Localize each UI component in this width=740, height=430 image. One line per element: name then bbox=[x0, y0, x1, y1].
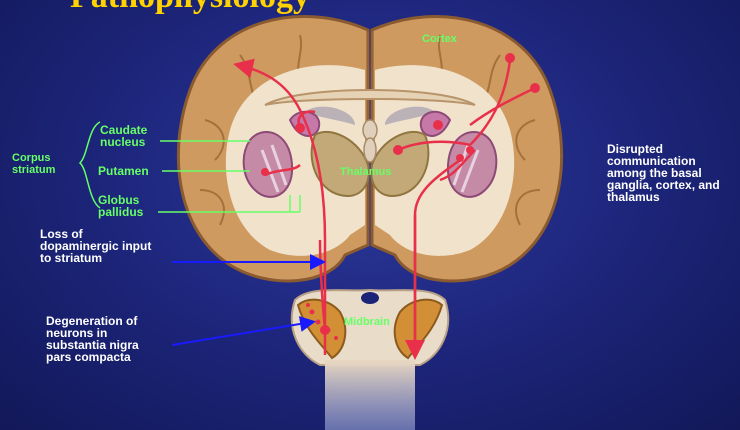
thalamus-label: Thalamus bbox=[340, 166, 391, 178]
blue-arrow-degeneration bbox=[172, 322, 312, 345]
aqueduct bbox=[361, 292, 379, 304]
cortex-label: Cortex bbox=[422, 33, 457, 45]
midbrain-label: Midbrain bbox=[344, 316, 390, 328]
disrupted-communication-label: Disrupted communication among the basal … bbox=[607, 143, 720, 203]
degeneration-label: Degeneration of neurons in substantia ni… bbox=[46, 315, 139, 363]
brainstem-shape bbox=[325, 360, 415, 430]
caudate-nucleus-label: Caudate nucleus bbox=[100, 124, 147, 148]
loss-of-dopaminergic-input-label: Loss of dopaminergic input to striatum bbox=[40, 228, 151, 264]
corpus-striatum-label: Corpus striatum bbox=[12, 152, 55, 176]
putamen-label: Putamen bbox=[98, 165, 149, 177]
globus-pallidus-label: Globus pallidus bbox=[98, 194, 143, 218]
